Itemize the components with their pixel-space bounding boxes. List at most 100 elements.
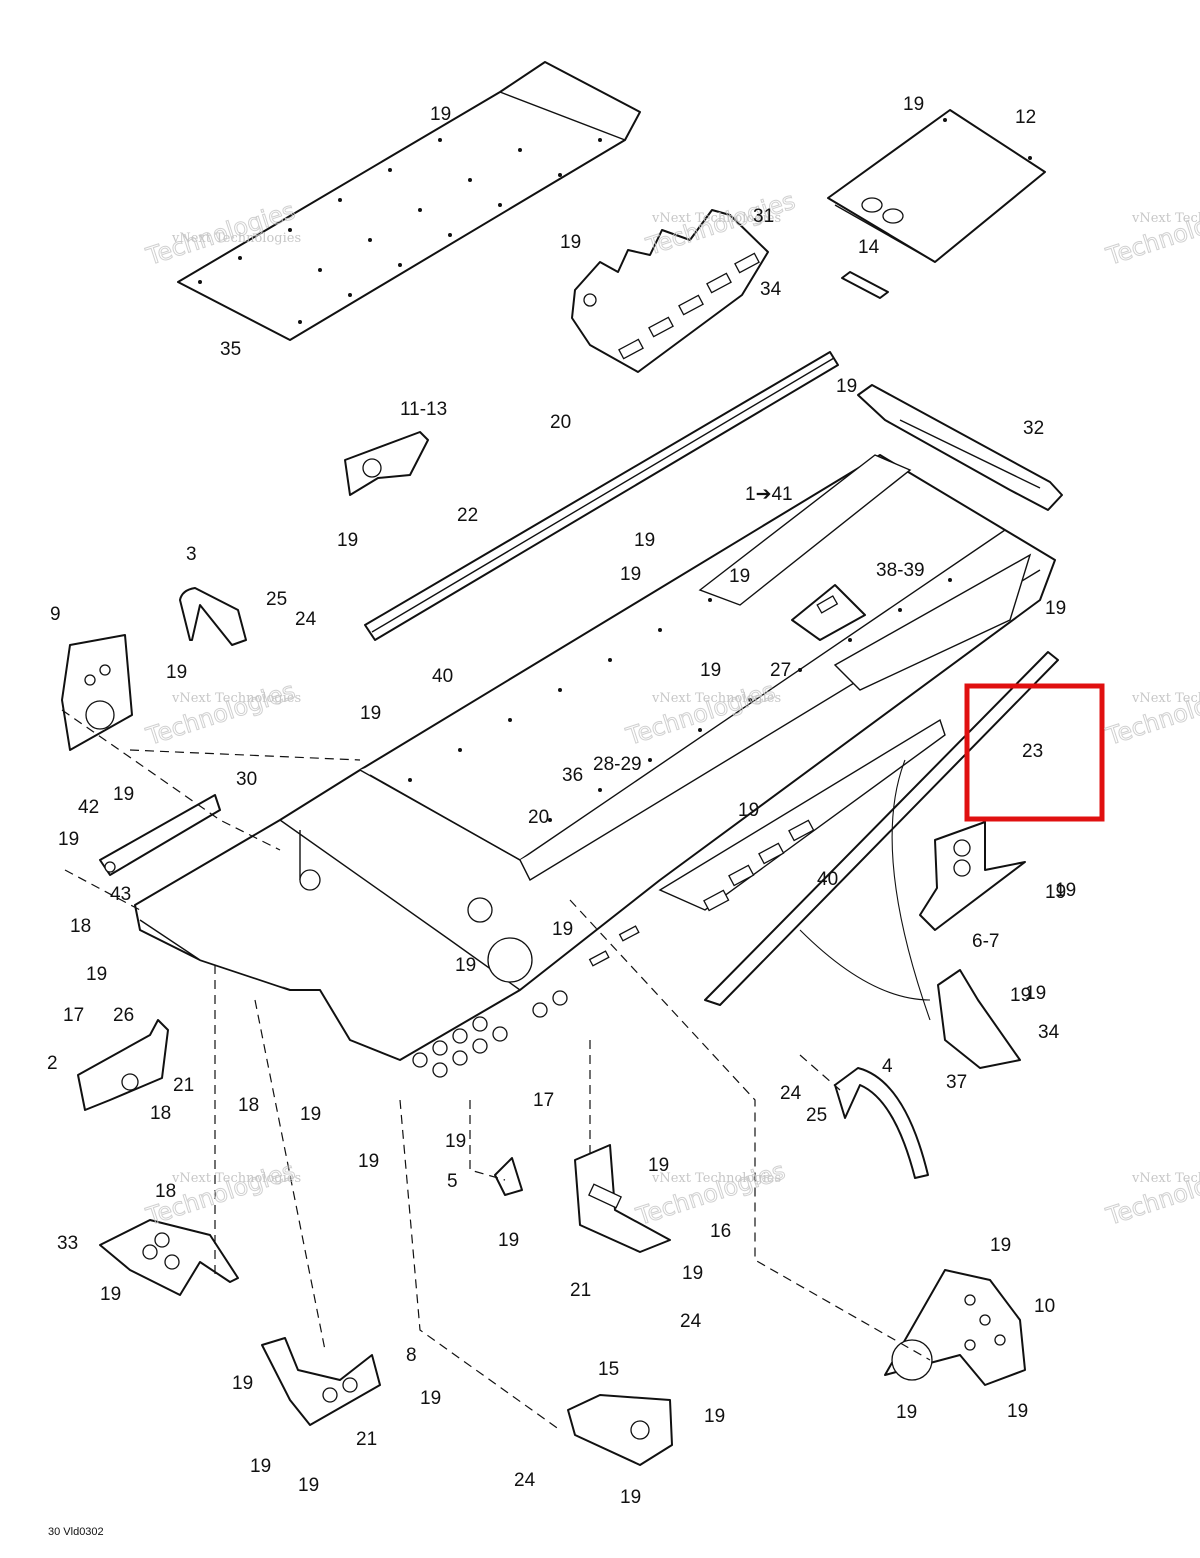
callout-label: 19 (1007, 1401, 1028, 1422)
part-4-handle (834, 1067, 929, 1179)
watermark-text: vNext Technologies (1131, 691, 1200, 706)
callout-label: 18 (155, 1181, 176, 1202)
callout-label: 19 (704, 1406, 725, 1427)
callout-label: 8 (406, 1345, 417, 1366)
callout-label: 19 (337, 530, 358, 551)
assembly-lines (61, 709, 931, 1431)
callout-label: 19 (420, 1388, 441, 1409)
callout-label: 37 (946, 1072, 967, 1093)
callout-label: 19 (86, 964, 107, 985)
callout-label: 19 (552, 919, 573, 940)
callout-label: 19 (232, 1373, 253, 1394)
callout-label: 17 (63, 1005, 84, 1026)
part-33-bracket (99, 1219, 239, 1296)
callout-label: 18 (70, 916, 91, 937)
callout-label: 19 (738, 800, 759, 821)
watermark-text: vNext Technologies (1131, 1171, 1200, 1186)
part-2-bracket (77, 1019, 169, 1111)
callout-label: 20 (550, 412, 571, 433)
callout-label: 21 (173, 1075, 194, 1096)
callout-label: 42 (78, 797, 99, 818)
callout-label: 23 (1022, 741, 1043, 762)
callout-label: 19 (836, 376, 857, 397)
callout-label: 19 (360, 703, 381, 724)
watermark-text: vNext Technologies (651, 1171, 781, 1186)
callout-label: 26 (113, 1005, 134, 1026)
callout-label: 1➔41 (745, 484, 793, 505)
callout-label: 5 (447, 1171, 458, 1192)
watermark-text: vNext Technologies (171, 231, 301, 246)
part-8-bracket (261, 1337, 381, 1426)
watermark-text: vNext Technologies (1131, 211, 1200, 226)
callout-label: 19 (700, 660, 721, 681)
callout-label: 19 (1055, 880, 1076, 901)
watermark-text: vNext Technologies (171, 1171, 301, 1186)
callout-label: 19 (300, 1104, 321, 1125)
callout-label: 32 (1023, 418, 1044, 439)
callout-label: 19 (1025, 983, 1046, 1004)
callout-label: 21 (356, 1429, 377, 1450)
part-37-bracket (937, 969, 1021, 1069)
part-35-tunnel-cover (177, 61, 641, 341)
callout-label: 19 (560, 232, 581, 253)
callout-label: 3 (186, 544, 197, 565)
callout-label: 19 (250, 1456, 271, 1477)
callout-label: 19 (1010, 985, 1031, 1006)
callout-label: 19 (498, 1230, 519, 1251)
callout-label: 19 (682, 1263, 703, 1284)
callout-label: 19 (166, 662, 187, 683)
part-23-highlight-box (964, 683, 1105, 822)
callout-label: 19 (358, 1151, 379, 1172)
callout-label: 11-13 (400, 399, 447, 420)
callout-label: 6-7 (972, 931, 999, 952)
callout-label: 12 (1015, 107, 1036, 128)
callout-label: 24 (295, 609, 317, 630)
callout-label: 27 (770, 660, 791, 681)
callout-label: 19 (1045, 598, 1066, 619)
part-32-rail (857, 384, 1063, 511)
callout-label: 19 (445, 1131, 466, 1152)
part-3-handle (179, 587, 247, 646)
part-11-13-bracket (344, 431, 429, 496)
callout-label: 19 (903, 94, 924, 115)
callout-label: 24 (514, 1470, 536, 1491)
part-6-7-bracket (919, 821, 1026, 931)
part-22-rail (364, 351, 839, 641)
callout-label: 34 (1038, 1022, 1060, 1043)
callout-label: 38-39 (876, 560, 925, 581)
callout-label: 14 (858, 237, 880, 258)
callout-label: 33 (57, 1233, 78, 1254)
watermark-text: vNext Technologies (171, 691, 301, 706)
callout-label: 19 (0, 0, 21, 5)
watermark-text: Technologies (1102, 196, 1200, 271)
callout-label: 21 (570, 1280, 591, 1301)
watermark-text: vNext Technologies (651, 211, 781, 226)
callout-label: 19 (298, 1475, 319, 1496)
part-23-rail (704, 651, 1059, 1006)
watermark-text: Technologies (142, 676, 298, 751)
callout-label: 30 (236, 769, 257, 790)
callout-label: 19 (620, 1487, 641, 1508)
callout-label: 40 (432, 666, 453, 687)
callout-label: 25 (266, 589, 287, 610)
callout-label: 4 (882, 1056, 893, 1077)
callout-label: 35 (220, 339, 241, 360)
callout-label: 20 (528, 807, 549, 828)
callout-label: 25 (806, 1105, 827, 1126)
part-16-bracket (574, 1144, 671, 1253)
part-callouts: 193519123119341420193211-13221➔411932524… (0, 0, 1076, 1508)
callout-label: 9 (50, 604, 61, 625)
part-14-strip (841, 271, 889, 299)
callout-label: 15 (598, 1359, 619, 1380)
watermark-text: Technologies (1102, 676, 1200, 751)
callout-label: 34 (760, 279, 782, 300)
callout-label: 24 (780, 1083, 802, 1104)
part-5-clip (494, 1157, 523, 1196)
callout-label: 19 (455, 955, 476, 976)
part-12-cover-plate (827, 109, 1046, 263)
footrest-holes (412, 990, 568, 1078)
callout-label: 10 (1034, 1296, 1055, 1317)
callout-label: 16 (710, 1221, 731, 1242)
callout-label: 19 (729, 566, 750, 587)
